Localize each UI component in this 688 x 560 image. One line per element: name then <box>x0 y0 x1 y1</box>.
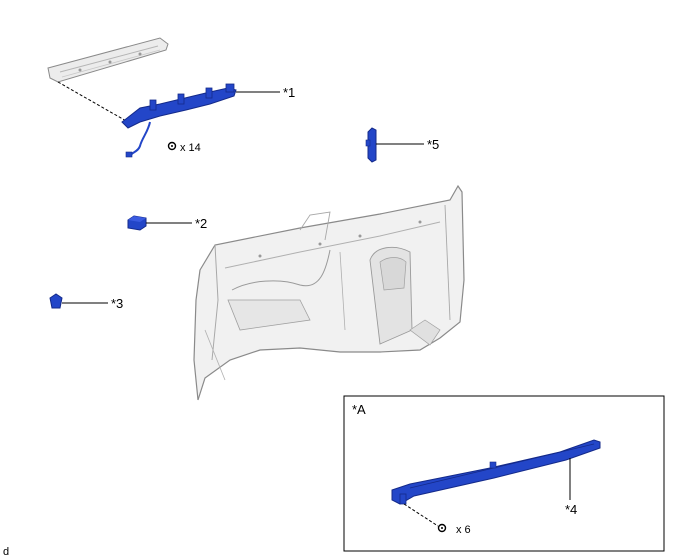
callout-3: *3 <box>111 296 123 311</box>
part-3-clip <box>49 293 63 309</box>
part-2-block <box>127 215 147 231</box>
callout-4: *4 <box>565 502 577 517</box>
corner-mark: d <box>3 546 9 558</box>
alignment-dashed-line-lower <box>403 503 439 527</box>
part-4-rail <box>391 439 601 505</box>
quantity-upper-clips: x 14 <box>180 142 201 154</box>
detail-box-a: *A *4 x 6 <box>343 395 665 552</box>
callout-2: *2 <box>195 216 207 231</box>
clip-icon-upper <box>167 141 177 151</box>
clip-icon-lower <box>437 523 447 533</box>
upper-garnish-strip <box>47 37 169 83</box>
alignment-dashed-line <box>57 81 129 123</box>
detail-label-a: *A <box>352 402 366 417</box>
part-5-bracket <box>365 127 377 163</box>
callout-5: *5 <box>427 137 439 152</box>
quantity-lower-clips: x 6 <box>456 524 471 536</box>
interior-trim-panel <box>193 184 465 401</box>
callout-1: *1 <box>283 85 295 100</box>
part-1-bracket <box>121 83 237 158</box>
